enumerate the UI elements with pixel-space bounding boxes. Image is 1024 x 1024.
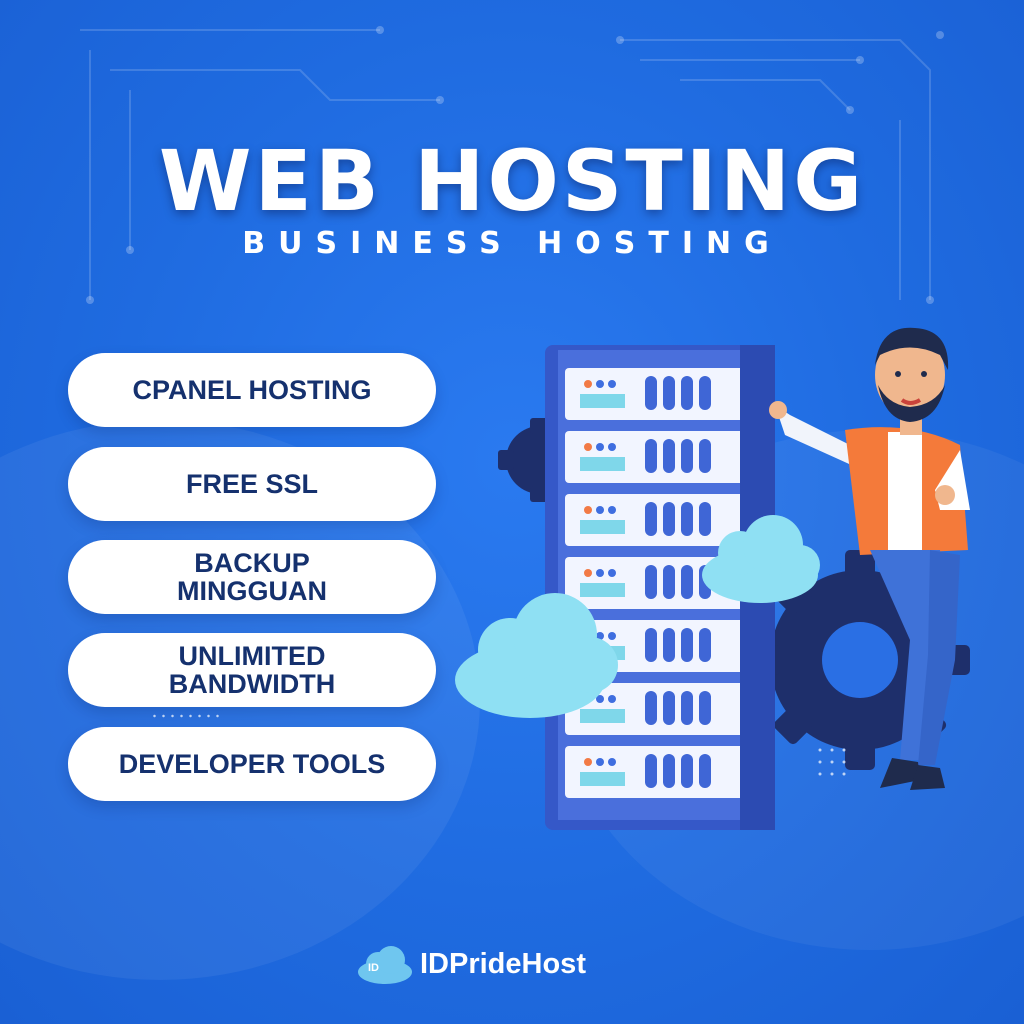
feature-pill-bandwidth: UNLIMITED BANDWIDTH	[68, 633, 436, 707]
person-character	[769, 327, 970, 790]
feature-label: DEVELOPER TOOLS	[118, 749, 386, 779]
brand-logo: ID IDPrideHost	[356, 944, 586, 984]
logo-badge: ID	[368, 962, 379, 974]
dots-decoration	[818, 748, 846, 776]
feature-pill-developer: DEVELOPER TOOLS	[68, 727, 436, 801]
server-unit	[565, 368, 745, 420]
cloud-logo-icon: ID	[356, 944, 414, 984]
server-illustration	[455, 327, 970, 830]
feature-label: UNLIMITED BANDWIDTH	[168, 641, 336, 699]
feature-pill-ssl: FREE SSL	[68, 447, 436, 521]
cloud-icon	[455, 593, 618, 718]
feature-pill-cpanel: CPANEL HOSTING	[68, 353, 436, 427]
feature-label: CPANEL HOSTING	[132, 375, 372, 405]
small-cloud-icon	[702, 515, 820, 603]
dots-decoration	[150, 714, 220, 718]
feature-pill-backup: BACKUP MINGGUAN	[68, 540, 436, 614]
server-rack	[545, 345, 775, 830]
feature-label: BACKUP MINGGUAN	[177, 548, 327, 606]
brand-name: IDPrideHost	[420, 947, 586, 980]
page-title: WEB HOSTING	[158, 132, 866, 230]
page-subtitle: BUSINESS HOSTING	[242, 226, 782, 261]
feature-label: FREE SSL	[185, 469, 319, 499]
